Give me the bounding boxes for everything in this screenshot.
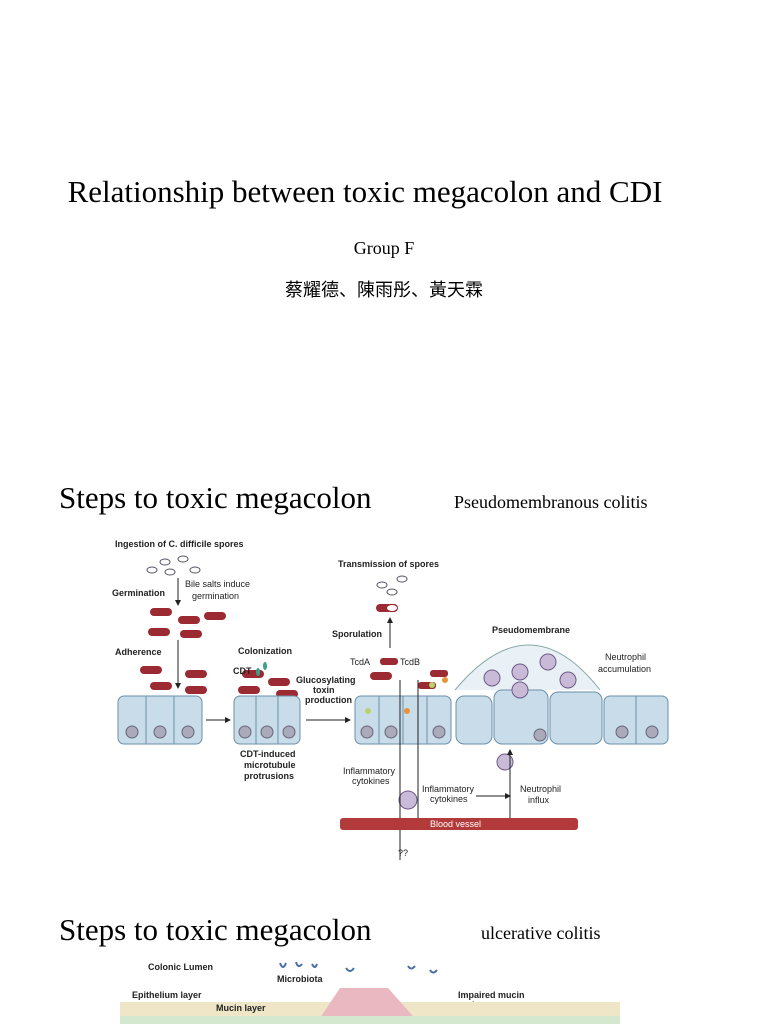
label-epithelium: Epithelium layer: [132, 990, 202, 1000]
label-bile-salts-2: germination: [192, 591, 239, 601]
microbiota-shapes: [279, 961, 438, 974]
label-colonic-lumen: Colonic Lumen: [148, 962, 213, 972]
label-ingestion: Ingestion of C. difficile spores: [115, 539, 244, 549]
epithelium-cells-1: [117, 695, 203, 745]
label-tcda: TcdA: [350, 657, 370, 667]
spores-transmission: [376, 575, 408, 612]
bacteria-rods: [140, 608, 448, 698]
slide-title: Relationship between toxic megacolon and…: [67, 174, 663, 209]
spores-top: [146, 555, 201, 576]
slide2-subtitle: Pseudomembranous colitis: [454, 492, 648, 512]
label-glucosylating-3: production: [305, 695, 352, 705]
label-adherence: Adherence: [115, 647, 162, 657]
label-cdt: CDT: [233, 666, 252, 676]
label-neutrophil-acc-1: Neutrophil: [605, 652, 646, 662]
label-neutrophil-influx-1: Neutrophil: [520, 784, 561, 794]
label-cdt-induced-1: CDT-induced: [240, 749, 296, 759]
slide2-heading: Steps to toxic megacolon: [59, 480, 372, 515]
label-cdt-induced-2: microtubule: [244, 760, 296, 770]
inflamed-region: [316, 988, 420, 1024]
epithelium-band: [120, 1016, 620, 1024]
label-inflam-2a: Inflammatory: [422, 784, 475, 794]
label-inflam-1a: Inflammatory: [343, 766, 396, 776]
label-microbiota: Microbiota: [277, 974, 323, 984]
label-transmission: Transmission of spores: [338, 559, 439, 569]
label-bile-salts-1: Bile salts induce: [185, 579, 250, 589]
slide3-subtitle: ulcerative colitis: [481, 923, 601, 943]
author-names: 蔡耀德、陳雨彤、黃天霖: [285, 280, 483, 301]
label-glucosylating-2: toxin: [313, 685, 335, 695]
slide3-heading: Steps to toxic megacolon: [59, 912, 372, 947]
group-label: Group F: [353, 238, 415, 258]
pseudomembrane-cells: [398, 653, 669, 810]
epithelium-cells-2: [233, 695, 301, 745]
label-glucosylating-1: Glucosylating: [296, 675, 356, 685]
label-neutrophil-acc-2: accumulation: [598, 664, 651, 674]
label-sporulation: Sporulation: [332, 629, 382, 639]
blood-vessel-bar: [340, 818, 578, 830]
ulcerative-colitis-diagram: Colonic Lumen Microbiota Epithelium laye…: [120, 961, 620, 1024]
label-blood-vessel: Blood vessel: [430, 819, 481, 829]
pseudomembranous-colitis-diagram: Ingestion of C. difficile spores Germina…: [112, 539, 669, 860]
label-inflam-1b: cytokines: [352, 776, 390, 786]
epithelium-cells-3: [354, 677, 452, 745]
label-tcdb: TcdB: [400, 657, 420, 667]
label-colonization: Colonization: [238, 646, 292, 656]
label-neutrophil-influx-2: influx: [528, 795, 550, 805]
label-question: ??: [398, 848, 408, 858]
label-germination: Germination: [112, 588, 165, 598]
label-pseudomembrane: Pseudomembrane: [492, 625, 570, 635]
label-impaired-1: Impaired mucin: [458, 990, 525, 1000]
label-cdt-induced-3: protrusions: [244, 771, 294, 781]
label-mucin: Mucin layer: [216, 1003, 266, 1013]
label-inflam-2b: cytokines: [430, 794, 468, 804]
